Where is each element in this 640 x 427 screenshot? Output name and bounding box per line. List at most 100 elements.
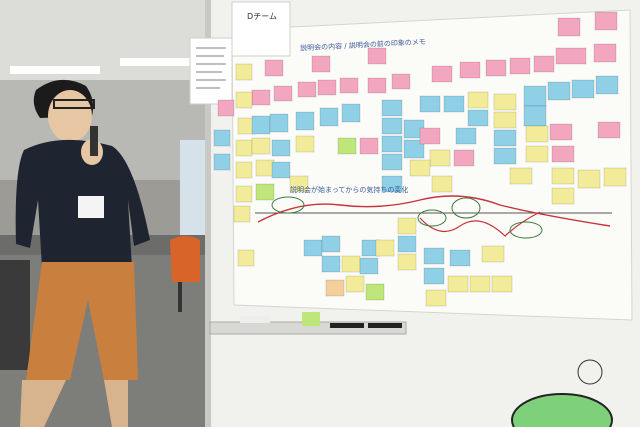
sticky-note — [251, 137, 271, 155]
sticky-note — [365, 283, 385, 301]
office-chair-dark — [0, 260, 30, 370]
sticky-note — [251, 89, 271, 106]
sticky-note — [425, 289, 447, 307]
sticky-note — [271, 161, 291, 179]
eraser — [240, 316, 270, 323]
sticky-note — [509, 57, 531, 75]
sticky-note — [273, 85, 293, 102]
sticky-note — [235, 161, 253, 179]
sticky-note — [453, 149, 475, 167]
sticky-note — [397, 217, 417, 235]
sticky-note — [269, 113, 289, 133]
sticky-note — [547, 81, 571, 101]
microphone-icon — [90, 126, 98, 156]
presenter-leg — [104, 380, 128, 427]
corner-sheet-label: Dチーム — [247, 12, 277, 21]
sticky-note — [391, 73, 411, 90]
sticky-note — [525, 125, 549, 143]
sticky-note — [419, 127, 441, 145]
sticky-note — [381, 135, 403, 153]
sticky-note — [447, 275, 469, 293]
sticky-note — [467, 91, 489, 109]
sticky-note — [317, 79, 337, 96]
sticky-note — [595, 75, 619, 95]
sticky-note — [429, 149, 451, 167]
ceiling-light — [120, 58, 190, 66]
sticky-note — [367, 47, 387, 65]
sticky-note — [381, 153, 403, 171]
sticky-note — [493, 129, 517, 147]
sticky-note — [341, 103, 361, 123]
sticky-note — [311, 55, 331, 73]
sticky-note — [493, 93, 517, 111]
sticky-note — [397, 253, 417, 271]
sticky-note — [337, 137, 357, 155]
sticky-note — [593, 43, 617, 63]
sticky-note — [443, 95, 465, 113]
sticky-note — [251, 115, 271, 135]
sticky-note — [481, 245, 505, 263]
sticky-note — [255, 183, 275, 201]
sticky-note — [551, 145, 575, 163]
sticky-note — [409, 159, 431, 177]
sticky-note — [403, 139, 425, 159]
sticky-note — [217, 99, 235, 117]
sticky-note — [459, 61, 481, 79]
sticky-note — [419, 95, 441, 113]
sticky-note — [551, 187, 575, 205]
sticky-note — [571, 79, 595, 99]
presenter — [15, 79, 150, 427]
sticky-note — [597, 121, 621, 139]
sticky-note — [375, 239, 395, 257]
handwritten-sheet — [189, 37, 233, 105]
presenter-pants — [26, 262, 138, 380]
sticky-note — [321, 235, 341, 253]
sticky-note — [523, 85, 547, 107]
sticky-note — [449, 249, 471, 267]
sticky-note — [557, 17, 581, 37]
sticky-note — [345, 275, 365, 293]
sticky-note — [237, 249, 255, 267]
sticky-note — [233, 205, 251, 223]
sticky-note — [381, 117, 403, 135]
sticky-note — [341, 255, 361, 273]
sticky-note — [381, 175, 403, 193]
sticky-note — [213, 129, 231, 147]
sticky-note — [235, 139, 253, 157]
sticky-note — [523, 105, 547, 127]
sticky-note — [493, 111, 517, 129]
glasses-icon — [53, 99, 95, 109]
sticky-note — [359, 257, 379, 275]
sticky-note — [321, 255, 341, 273]
sticky-note — [235, 91, 253, 109]
sticky-note — [555, 47, 587, 65]
sticky-note — [271, 139, 291, 157]
sticky-note — [533, 55, 555, 73]
sticky-note — [213, 153, 231, 171]
loose-sticky-note — [302, 312, 320, 326]
sticky-note — [469, 275, 491, 293]
green-circle-drawing — [511, 393, 613, 427]
sticky-note — [303, 239, 323, 257]
sticky-note — [397, 235, 417, 253]
sticky-note — [577, 169, 601, 189]
sticky-note — [594, 11, 618, 31]
sticky-note — [319, 107, 339, 127]
name-badge — [78, 196, 104, 218]
orange-chair — [170, 236, 200, 282]
sticky-note — [255, 159, 275, 177]
sticky-note — [297, 81, 317, 98]
marker — [368, 323, 402, 328]
sticky-note — [367, 77, 387, 94]
sticky-note — [289, 175, 309, 193]
sticky-note — [423, 267, 445, 285]
doodle-face — [577, 359, 603, 385]
sticky-note — [325, 279, 345, 297]
sticky-note — [603, 167, 627, 187]
sticky-note — [485, 59, 507, 77]
sticky-note — [235, 63, 253, 81]
sticky-note — [295, 111, 315, 131]
sticky-note — [295, 135, 315, 153]
sticky-note — [381, 99, 403, 117]
